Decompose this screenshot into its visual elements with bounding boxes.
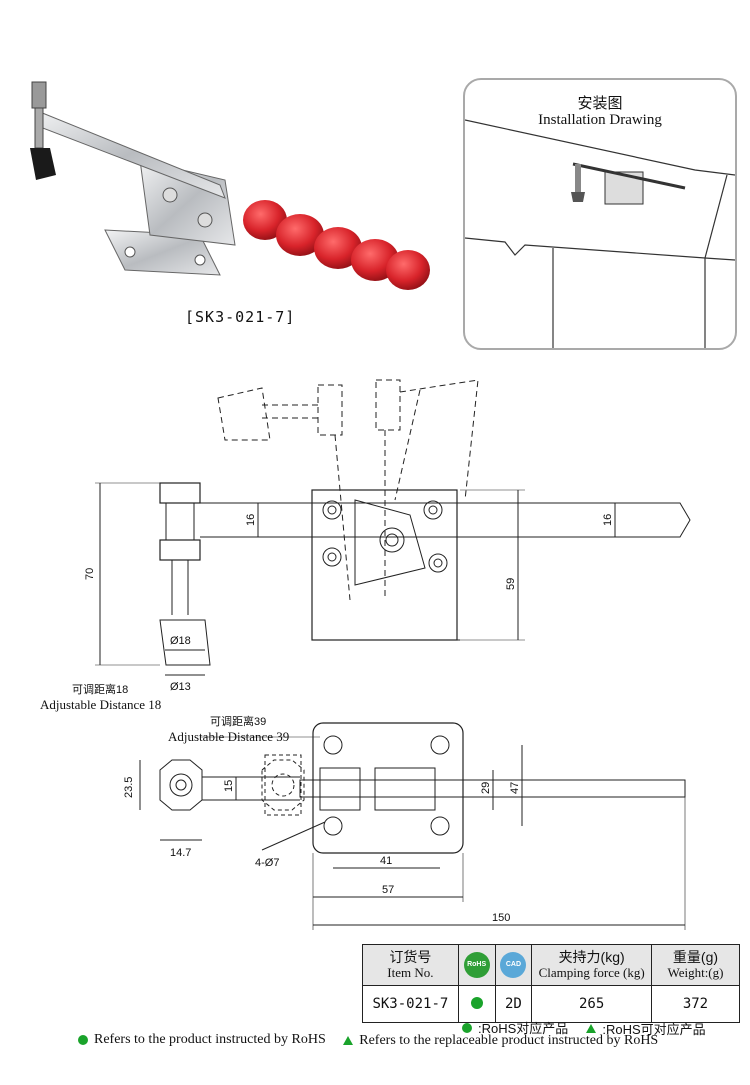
- dim-57: 57: [382, 884, 394, 896]
- dim-dia-18: Ø18: [170, 635, 191, 647]
- dim-4-dia-7: 4-Ø7: [255, 857, 279, 869]
- header-item-en: Item No.: [387, 965, 434, 980]
- header-weight: 重量(g) Weight:(g): [650, 944, 741, 986]
- installation-title-cn: 安装图: [577, 95, 623, 112]
- cell-rohs: [457, 985, 496, 1023]
- dim-dia-13: Ø13: [170, 681, 191, 693]
- table-row: SK3-021-7 2D 265 372: [362, 985, 741, 1023]
- dim-70: 70: [84, 568, 96, 580]
- adjustable-18-cn: 可调距离18: [72, 682, 128, 696]
- header-rohs: RoHS: [457, 944, 496, 986]
- product-photo: [30, 81, 430, 290]
- cad-icon: CAD: [500, 952, 527, 978]
- green-triangle-icon: [343, 1036, 354, 1045]
- rohs-dot-icon: [470, 997, 483, 1009]
- model-caption: [SK3-021-7]: [185, 308, 296, 326]
- legend-cn: :RoHS对应产品 :RoHS可对应产品: [462, 1018, 706, 1038]
- dim-16-left: 16: [245, 514, 257, 526]
- dim-23-5: 23.5: [123, 777, 135, 798]
- dim-41: 41: [380, 855, 392, 867]
- legend-en: Refers to the product instructed by RoHS…: [78, 1032, 658, 1050]
- green-dot-icon: [78, 1035, 88, 1045]
- header-item-cn: 订货号: [389, 949, 432, 965]
- header-weight-en: Weight:(g): [667, 965, 724, 980]
- header-item: 订货号 Item No.: [362, 944, 459, 986]
- legend-replaceable-en: Refers to the replaceable product instru…: [343, 1033, 658, 1049]
- cell-cad: 2D: [494, 985, 533, 1023]
- adjustable-39-en: Adjustable Distance 39: [168, 729, 289, 744]
- cell-weight: 372: [650, 985, 741, 1023]
- dim-47: 47: [509, 782, 521, 794]
- dim-15: 15: [223, 780, 235, 792]
- cell-force: 265: [531, 985, 652, 1023]
- header-weight-cn: 重量(g): [672, 949, 719, 965]
- installation-sketch: [465, 119, 735, 348]
- installation-title-en: Installation Drawing: [538, 112, 662, 128]
- rohs-icon: RoHS: [463, 952, 490, 978]
- legend-rohs-en-text: Refers to the product instructed by RoHS: [94, 1032, 326, 1047]
- legend-replaceable-cn: :RoHS可对应产品: [586, 1019, 706, 1038]
- technical-drawing: 16 16 70 59 Ø18 Ø13 可调距离18 Adjustable Di…: [40, 379, 691, 930]
- legend-replaceable-cn-text: :RoHS可对应产品: [602, 1021, 706, 1037]
- header-force-cn: 夹持力(kg): [558, 949, 625, 965]
- header-force: 夹持力(kg) Clamping force (kg): [531, 944, 652, 986]
- cell-item: SK3-021-7: [362, 985, 459, 1023]
- legend-rohs-en: Refers to the product instructed by RoHS: [78, 1032, 326, 1048]
- dim-59: 59: [505, 578, 517, 590]
- spec-table: 订货号 Item No. RoHS CAD 夹持力(kg) Clamping f…: [362, 944, 741, 1023]
- table-header-row: 订货号 Item No. RoHS CAD 夹持力(kg) Clamping f…: [362, 944, 741, 986]
- legend-replaceable-en-text: Refers to the replaceable product instru…: [359, 1032, 659, 1048]
- legend-rohs-cn: :RoHS对应产品: [462, 1018, 568, 1037]
- green-dot-icon: [462, 1022, 472, 1033]
- legend-rohs-cn-text: :RoHS对应产品: [478, 1021, 569, 1036]
- installation-drawing: 安装图 Installation Drawing: [463, 78, 737, 350]
- dim-14-7: 14.7: [170, 847, 191, 859]
- adjustable-39-cn: 可调距离39: [210, 714, 266, 728]
- dim-16-right: 16: [602, 514, 614, 526]
- header-force-en: Clamping force (kg): [538, 965, 645, 980]
- dim-29: 29: [480, 782, 492, 794]
- dim-150: 150: [492, 912, 510, 924]
- header-cad: CAD: [494, 944, 533, 986]
- adjustable-18-en: Adjustable Distance 18: [40, 697, 161, 712]
- green-triangle-icon: [586, 1023, 597, 1033]
